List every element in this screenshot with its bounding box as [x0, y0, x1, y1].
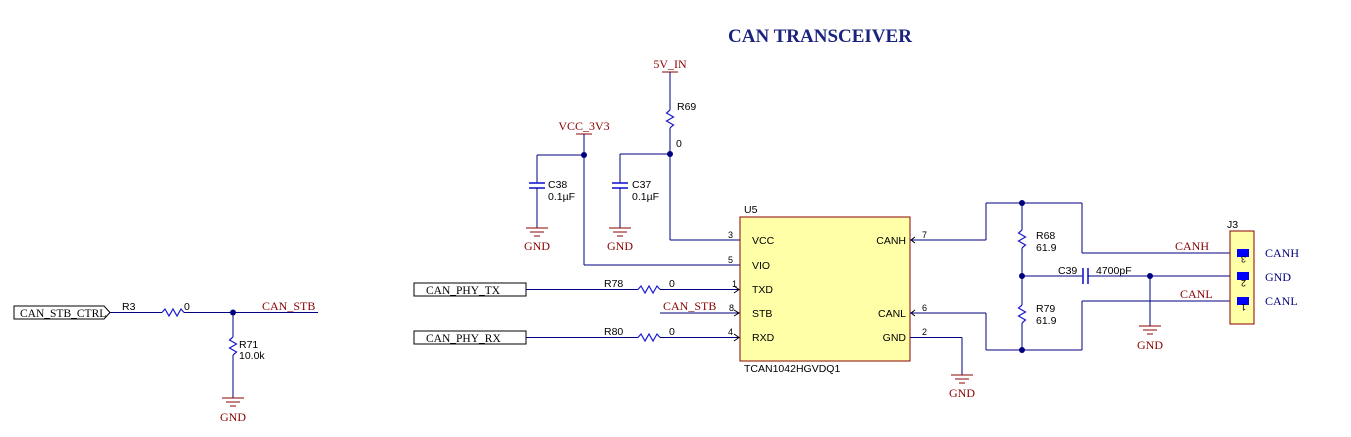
resistor-r3[interactable]: [161, 307, 185, 318]
pin-label-stb: STB: [752, 308, 772, 320]
resistor-r79[interactable]: [1017, 304, 1027, 324]
ground-icon: [609, 227, 631, 237]
net-gnd-c37: GND: [607, 239, 633, 253]
pin-label-vcc: VCC: [752, 235, 775, 247]
ic-u5-part: TCAN1042HGVDQ1: [744, 363, 840, 375]
c38-value: 0.1µF: [548, 191, 575, 203]
r79-ref: R79: [1036, 303, 1055, 315]
r69-ref: R69: [677, 101, 696, 113]
connector-pin[interactable]: [1237, 272, 1249, 280]
port-can-phy-rx-label: CAN_PHY_RX: [426, 333, 501, 345]
j3-pin-num-3: 3: [1241, 254, 1246, 264]
ic-u5[interactable]: U5 TCAN1042HGVDQ1 VCC 3 VIO 5 TXD 1 STB …: [728, 204, 927, 375]
net-canl: CANL: [1180, 287, 1213, 301]
r71-value: 10.0k: [239, 350, 265, 362]
port-can-phy-rx[interactable]: [413, 330, 527, 345]
schematic-title: CAN TRANSCEIVER: [728, 26, 912, 47]
stb-ctrl-section: CAN_STB_CTRL R3 0 CAN_STB R71 10.0k GND: [13, 299, 318, 424]
pin-num-3: 3: [728, 230, 733, 240]
pin-label-txd: TXD: [752, 284, 773, 296]
r68-value: 61.9: [1036, 242, 1057, 254]
pin-num-1: 1: [732, 279, 737, 289]
pin-label-vio: VIO: [752, 260, 770, 272]
net-canh: CANH: [1175, 239, 1209, 253]
pin-num-4: 4: [728, 327, 733, 337]
r3-ref: R3: [122, 301, 136, 313]
pin-num-5: 5: [728, 255, 733, 265]
power-section: 5V_IN R69 0 C37 0.1µF GND VCC_3V3 C38: [524, 57, 740, 266]
j3-label-canl: CANL: [1265, 294, 1298, 308]
port-can-phy-tx[interactable]: [413, 282, 527, 297]
j3-pin-num-2: 2: [1241, 278, 1246, 288]
j3-pin-num-1: 1: [1241, 302, 1246, 312]
resistor-r71[interactable]: [228, 336, 238, 356]
ground-icon: [951, 374, 973, 384]
ground-icon: [222, 397, 244, 407]
r80-ref: R80: [604, 326, 623, 338]
pin-label-rxd: RXD: [752, 332, 775, 344]
pin-num-6: 6: [922, 303, 927, 313]
net-can-stb-left: CAN_STB: [262, 299, 315, 313]
net-can-stb-ic: CAN_STB: [663, 299, 716, 313]
port-can-phy-tx-label: CAN_PHY_TX: [426, 285, 501, 297]
r69-value: 0: [676, 138, 682, 150]
pin-label-canl: CANL: [878, 308, 906, 320]
resistor-r68[interactable]: [1017, 229, 1027, 249]
termination-section: GND CANH R68 61.9 R79 61.9 CANL: [910, 200, 1299, 400]
pin-label-canh: CANH: [876, 235, 906, 247]
net-vcc-3v3: VCC_3V3: [558, 119, 609, 133]
c39-ref: C39: [1058, 265, 1077, 277]
ground-icon: [526, 227, 548, 237]
r68-ref: R68: [1036, 230, 1055, 242]
j3-label-gnd: GND: [1265, 270, 1291, 284]
r80-value: 0: [669, 326, 675, 338]
r3-value: 0: [184, 301, 190, 313]
net-gnd-c39: GND: [1137, 338, 1163, 352]
r78-value: 0: [669, 278, 675, 290]
c37-ref: C37: [632, 179, 651, 191]
input-ports: CAN_PHY_TX R78 0 CAN_STB CAN_PHY_RX R80 …: [413, 278, 740, 345]
ground-icon: [1139, 325, 1161, 335]
resistor-r69[interactable]: [665, 109, 675, 129]
pin-label-gnd: GND: [883, 332, 907, 344]
c38-ref: C38: [548, 179, 567, 191]
ic-u5-ref: U5: [744, 204, 758, 216]
r78-ref: R78: [604, 278, 623, 290]
ic-u5-body[interactable]: [739, 216, 911, 362]
j3-ref: J3: [1227, 219, 1238, 231]
pin-num-7: 7: [922, 230, 927, 240]
r71-ref: R71: [239, 339, 258, 351]
net-gnd-c38: GND: [524, 239, 550, 253]
resistor-r80[interactable]: [637, 332, 661, 343]
port-can-stb-ctrl[interactable]: [13, 305, 111, 320]
r79-value: 61.9: [1036, 315, 1057, 327]
net-gnd-ic: GND: [949, 386, 975, 400]
net-gnd-r71: GND: [220, 410, 246, 424]
pin-num-2: 2: [922, 327, 927, 337]
connector-pin[interactable]: [1237, 249, 1249, 257]
j3-label-canh: CANH: [1265, 246, 1299, 260]
net-5v-in: 5V_IN: [653, 57, 687, 71]
port-can-stb-ctrl-label: CAN_STB_CTRL: [20, 308, 106, 320]
connector-pin[interactable]: [1237, 297, 1249, 305]
c39-value: 4700pF: [1096, 265, 1132, 277]
pin-num-8: 8: [729, 303, 734, 313]
c37-value: 0.1µF: [632, 191, 659, 203]
resistor-r78[interactable]: [637, 284, 661, 295]
